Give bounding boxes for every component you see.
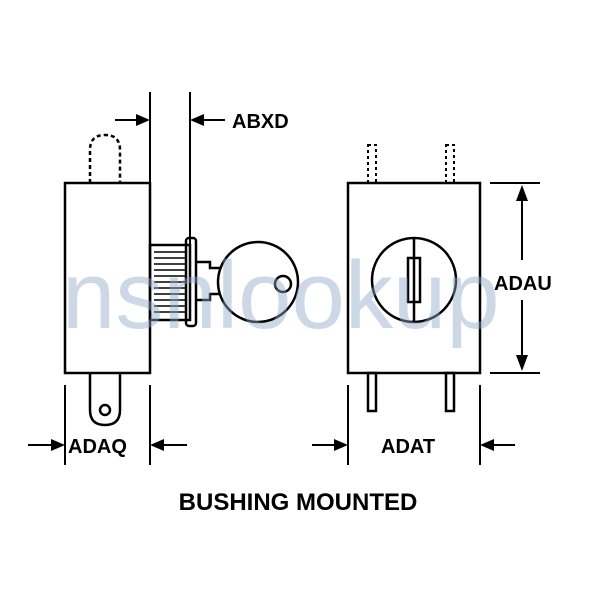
threaded-bushing — [148, 243, 192, 322]
caption: BUSHING MOUNTED — [179, 489, 418, 516]
adau-arrow-top-head — [516, 185, 528, 201]
top-pin-right-dashed — [445, 144, 455, 184]
adau-arrow-bottom-head — [516, 355, 528, 371]
bushing-threads — [154, 251, 186, 313]
abxd-label: ABXD — [232, 111, 289, 133]
top-pin-left-dashed — [367, 144, 377, 184]
front-body — [346, 181, 482, 375]
adat-arrow-right-head — [480, 439, 494, 451]
adat-label: ADAT — [381, 436, 435, 458]
watermark: nsnlookup — [62, 242, 500, 349]
adau-label: ADAU — [494, 273, 552, 295]
bottom-pin-left — [366, 371, 378, 413]
abxd-arrow-left-head — [136, 114, 150, 126]
adaq-arrow-right-head — [150, 439, 164, 451]
front-view: ADAU ADAT — [312, 144, 552, 465]
key-hole — [273, 274, 293, 294]
bottom-solder-lug — [88, 373, 122, 427]
abxd-arrow-right-head — [190, 114, 204, 126]
adat-arrow-left-head — [334, 439, 348, 451]
key-shank — [196, 260, 222, 302]
top-terminal-dashed — [88, 133, 122, 183]
bottom-pin-right — [444, 371, 456, 413]
adaq-arrow-left-head — [51, 439, 65, 451]
side-view: ABXD ADAQ — [28, 92, 300, 465]
adaq-label: ADAQ — [68, 436, 127, 458]
key-slot — [406, 256, 422, 304]
lug-hole — [98, 403, 112, 417]
key-head — [216, 240, 300, 324]
